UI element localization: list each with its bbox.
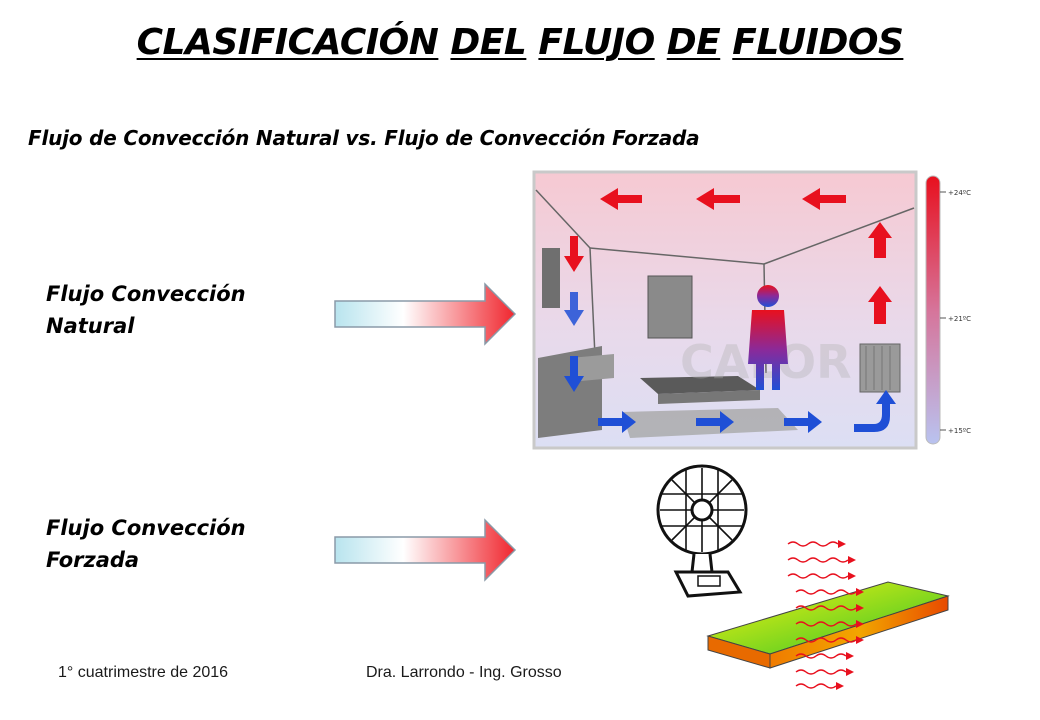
natural-label-line2: Natural [46, 314, 135, 338]
air-flow-arrows [787, 541, 857, 689]
forced-convection-fan-illustration [656, 464, 950, 690]
forced-label-line2: Forzada [46, 548, 140, 572]
natural-label-line1: Flujo Convección [46, 282, 246, 306]
thermometer-icon: +24ºC +21ºC +15ºC [925, 175, 971, 445]
forced-label-line1: Flujo Convección [46, 516, 246, 540]
forced-convection-label: Flujo Convección Forzada [46, 512, 246, 576]
heated-plate [706, 581, 950, 669]
cold-air-arrows [564, 292, 896, 433]
slide-subtitle: Flujo de Convección Natural vs. Flujo de… [28, 126, 700, 150]
natural-convection-label: Flujo Convección Natural [46, 278, 246, 342]
title-word: FLUIDOS [732, 22, 904, 63]
hot-air-arrows [564, 188, 892, 324]
title-word: CLASIFICACIÓN [136, 22, 439, 63]
natural-convection-room-illustration: CALOR +24ºC +21ºC +15ºC [532, 170, 971, 450]
person-icon [748, 285, 788, 390]
title-word: FLUJO [538, 22, 655, 63]
slide-title: CLASIFICACIÓN DEL FLUJO DE FLUIDOS [0, 22, 1040, 63]
right-arrow-icon [334, 518, 517, 582]
temp-top-label: +24ºC [948, 189, 971, 197]
temp-bottom-label: +15ºC [948, 427, 971, 435]
footer-date: 1° cuatrimestre de 2016 [58, 664, 229, 681]
title-word: DEL [450, 22, 527, 63]
fan-icon [656, 464, 748, 598]
temp-mid-label: +21ºC [948, 315, 971, 323]
title-word: DE [666, 22, 721, 63]
footer-authors: Dra. Larrondo - Ing. Grosso [366, 664, 562, 681]
right-arrow-icon [334, 282, 517, 346]
